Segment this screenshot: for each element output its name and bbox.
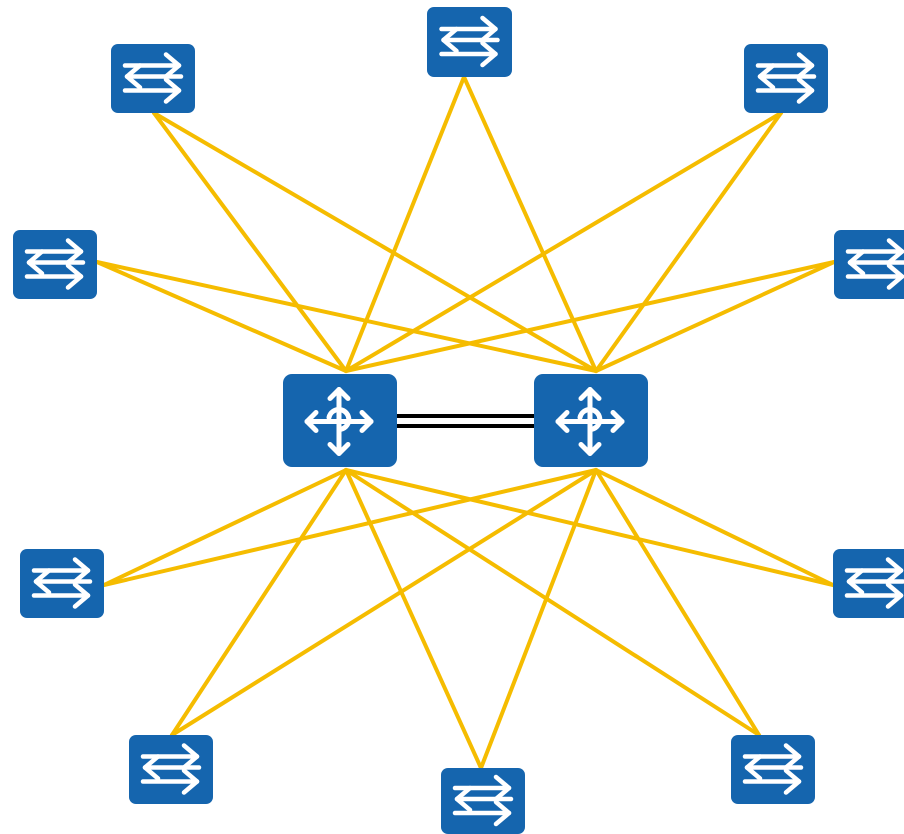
link-switch-5-router-2 [594,260,836,373]
link-switch-10-router-2 [594,468,761,737]
switch-4[interactable] [13,230,97,299]
switch-8[interactable] [129,735,213,804]
link-switch-1-router-2 [152,111,598,373]
link-switch-4-router-1 [95,260,348,373]
switch-5[interactable] [834,230,904,299]
switch-6[interactable] [20,549,104,618]
link-switch-3-router-1 [344,111,783,373]
links-layer [95,75,836,770]
link-switch-7-router-1 [344,468,835,587]
link-switch-2-router-1 [344,75,466,373]
switch-10[interactable] [731,735,815,804]
switch-2[interactable] [427,7,512,77]
link-switch-6-router-1 [102,468,348,587]
switch-1[interactable] [111,44,195,113]
link-switch-1-router-1 [152,111,348,373]
switch-3[interactable] [744,44,828,113]
router-1[interactable] [283,374,397,467]
link-switch-9-router-1 [344,468,483,770]
link-switch-2-router-2 [462,75,598,373]
router-2[interactable] [534,374,648,467]
link-switch-3-router-2 [594,111,783,373]
link-switch-10-router-1 [344,468,761,737]
link-switch-8-router-2 [170,468,598,737]
nodes-layer [13,7,904,834]
link-switch-9-router-2 [479,468,598,770]
link-switch-7-router-2 [594,468,835,587]
link-switch-4-router-2 [95,260,598,373]
link-switch-8-router-1 [170,468,348,737]
link-switch-5-router-1 [344,260,836,373]
link-switch-6-router-2 [102,468,598,587]
switch-7[interactable] [833,549,904,618]
switch-9[interactable] [441,768,525,834]
